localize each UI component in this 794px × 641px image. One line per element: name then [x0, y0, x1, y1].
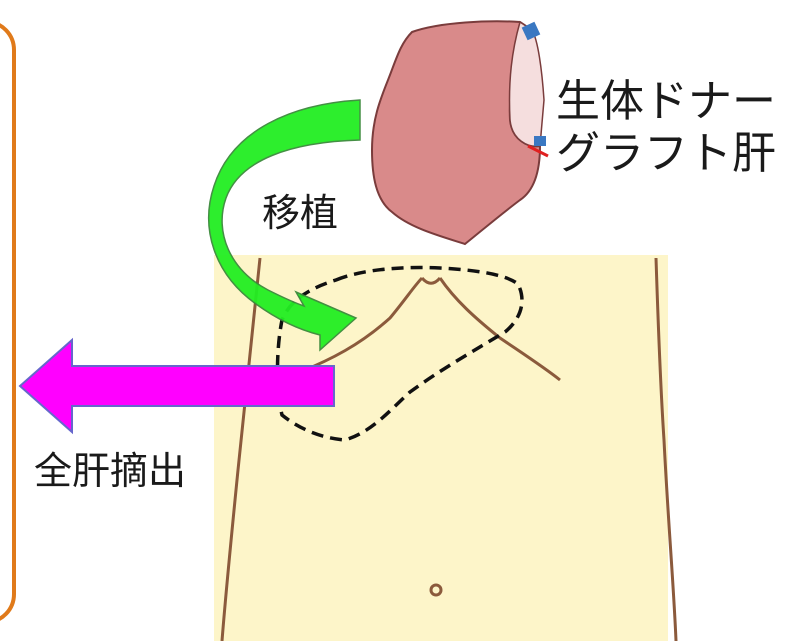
graft-label-line2: グラフト肝	[556, 128, 776, 179]
liver-graft-icon	[372, 21, 548, 244]
side-panel-frame	[0, 22, 14, 622]
graft-label-line1: 生体ドナー	[556, 76, 776, 127]
transplant-label: 移植	[262, 191, 338, 235]
graft-clip-bottom	[534, 136, 546, 146]
explant-label: 全肝摘出	[34, 449, 186, 493]
